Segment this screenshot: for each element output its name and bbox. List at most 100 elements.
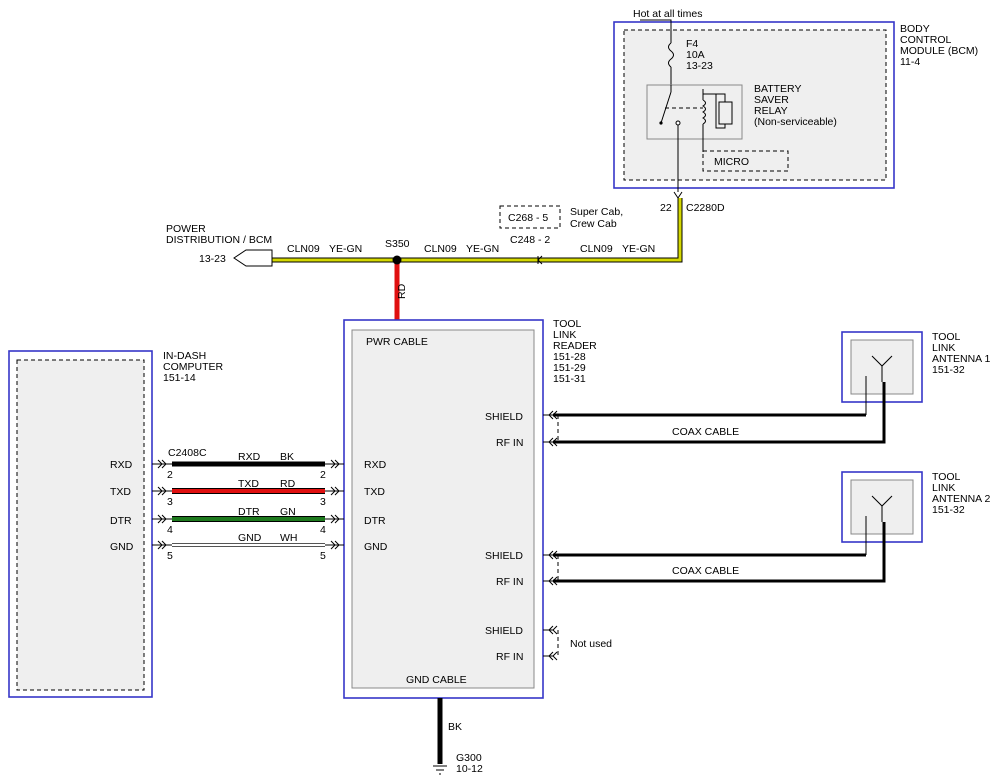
relay-line-3: RELAY: [754, 105, 788, 117]
power-dist-line-2: DISTRIBUTION / BCM: [166, 234, 272, 246]
computer-title-1: IN-DASH: [163, 350, 206, 362]
reader-title-3: READER: [553, 340, 597, 352]
wire-seg1-circuit: CLN09: [287, 243, 320, 255]
coax-cable-2: [553, 516, 886, 583]
computer-pin-txd: TXD: [110, 486, 131, 498]
computer-pin-dtr: DTR: [110, 515, 132, 527]
antenna-2-line-3: ANTENNA 2: [932, 493, 991, 505]
reader-title-1: TOOL: [553, 318, 582, 330]
reader-inner: [351, 329, 535, 689]
antenna-2-line-1: TOOL: [932, 471, 961, 483]
fuse-rating: 10A: [686, 49, 705, 61]
reader-pin-rxd: RXD: [364, 459, 387, 471]
antenna-1: TOOL LINK ANTENNA 1 151-32: [841, 331, 991, 403]
cable-rxd-signal: RXD: [238, 451, 261, 463]
cable-txd-right-pin: 3: [320, 496, 326, 508]
reader-rf-connector-ends: [543, 410, 558, 661]
reader-rfin-2: RF IN: [496, 576, 523, 588]
cable-rxd-left-pin: 2: [167, 469, 173, 481]
computer-pin-gnd: GND: [110, 541, 134, 553]
micro-box: [702, 150, 789, 172]
coax-2-label: COAX CABLE: [672, 565, 739, 577]
wire-seg2-circuit: CLN09: [424, 243, 457, 255]
in-dash-computer: IN-DASH COMPUTER 151-14 RXD TXD DTR GND …: [8, 350, 224, 698]
antenna-1-icon: [871, 355, 893, 382]
power-dist-ref: 13-23: [199, 253, 226, 265]
power-dist-line-1: POWER: [166, 223, 206, 235]
cable-txd-signal: TXD: [238, 478, 259, 490]
reader-pwr-cable: PWR CABLE: [366, 336, 428, 348]
ground-id: G300: [456, 752, 482, 764]
fuse-f4-symbol: [668, 42, 674, 68]
not-used-label: Not used: [570, 638, 612, 650]
relay-line-1: BATTERY: [754, 83, 801, 95]
reader-pin-txd: TXD: [364, 486, 385, 498]
wire-seg1-color: YE-GN: [329, 243, 362, 255]
reader-pin-gnd: GND: [364, 541, 388, 553]
reader-rfin-3: RF IN: [496, 651, 523, 663]
antenna-2-line-4: 151-32: [932, 504, 965, 516]
fuse-ref: 13-23: [686, 60, 713, 72]
ground-symbol-icon: [433, 765, 447, 775]
tool-link-reader: PWR CABLE GND CABLE TOOL LINK READER 151…: [343, 318, 597, 699]
cable-gnd-left-pin: 5: [167, 550, 173, 562]
ground-wire-color: BK: [448, 721, 462, 733]
fuse-id: F4: [686, 38, 698, 50]
computer-inner: [16, 359, 145, 691]
cable-rxd-color: BK: [280, 451, 294, 463]
antenna-1-line-1: TOOL: [932, 331, 961, 343]
computer-title-3: 151-14: [163, 372, 196, 384]
wire-seg3-color: YE-GN: [622, 243, 655, 255]
bcm-module: BODY CONTROL MODULE (BCM) 11-4 Hot at al…: [613, 8, 978, 192]
hot-feed-wire: [640, 19, 672, 43]
c268-desc: Super Cab,: [570, 206, 623, 218]
reader-title-2: LINK: [553, 329, 576, 341]
wire-seg2-color: YE-GN: [466, 243, 499, 255]
coax-cable-1: [553, 376, 886, 444]
computer-connector-ends: [152, 459, 172, 550]
antenna-2-line-2: LINK: [932, 482, 955, 494]
reader-rfin-1: RF IN: [496, 437, 523, 449]
wire-seg3-circuit: CLN09: [580, 243, 613, 255]
micro-label: MICRO: [714, 156, 749, 168]
c268-box: [499, 205, 561, 229]
antenna-1-line-4: 151-32: [932, 364, 965, 376]
bcm-pin-number: 22: [660, 202, 672, 214]
cable-gnd-color: WH: [280, 532, 298, 544]
cable-dtr-left-pin: 4: [167, 524, 173, 536]
bcm-title-2: CONTROL: [900, 34, 951, 46]
coax-1-label: COAX CABLE: [672, 426, 739, 438]
reader-title-5: 151-29: [553, 362, 586, 374]
ground-ref: 10-12: [456, 763, 483, 775]
reader-title-6: 151-31: [553, 373, 586, 385]
cable-dtr-right-pin: 4: [320, 524, 326, 536]
cable-txd-color: RD: [280, 478, 296, 490]
cable-gnd-signal: GND: [238, 532, 262, 544]
feed-wire-ye-gn: [272, 198, 683, 263]
reader-title-4: 151-28: [553, 351, 586, 363]
reader-gnd-cable: GND CABLE: [406, 674, 467, 686]
power-distribution-connector-icon: [233, 249, 273, 267]
c268-label: C268 - 5: [508, 212, 548, 224]
bcm-title-3: MODULE (BCM): [900, 45, 978, 57]
bcm-connector-id: C2280D: [686, 202, 725, 214]
reader-pin-dtr: DTR: [364, 515, 386, 527]
cable-rxd-right-pin: 2: [320, 469, 326, 481]
antenna-2-icon: [871, 495, 893, 522]
computer-title-2: COMPUTER: [163, 361, 224, 373]
battery-saver-relay: [646, 84, 743, 140]
splice-s350-dot: [392, 255, 402, 265]
hot-at-all-times-label: Hot at all times: [633, 8, 702, 20]
relay-line-2: SAVER: [754, 94, 789, 106]
reader-shield-1: SHIELD: [485, 411, 523, 423]
c248-desc: Crew Cab: [570, 218, 617, 230]
bcm-title-1: BODY: [900, 23, 930, 35]
c248-label: C248 - 2: [510, 234, 550, 246]
splice-id: S350: [385, 238, 410, 250]
cable-txd-left-pin: 3: [167, 496, 173, 508]
red-wire-label: RD: [396, 283, 408, 299]
relay-coil-icon: [702, 99, 706, 125]
computer-connector-id: C2408C: [168, 447, 207, 459]
cable-dtr-color: GN: [280, 506, 296, 518]
